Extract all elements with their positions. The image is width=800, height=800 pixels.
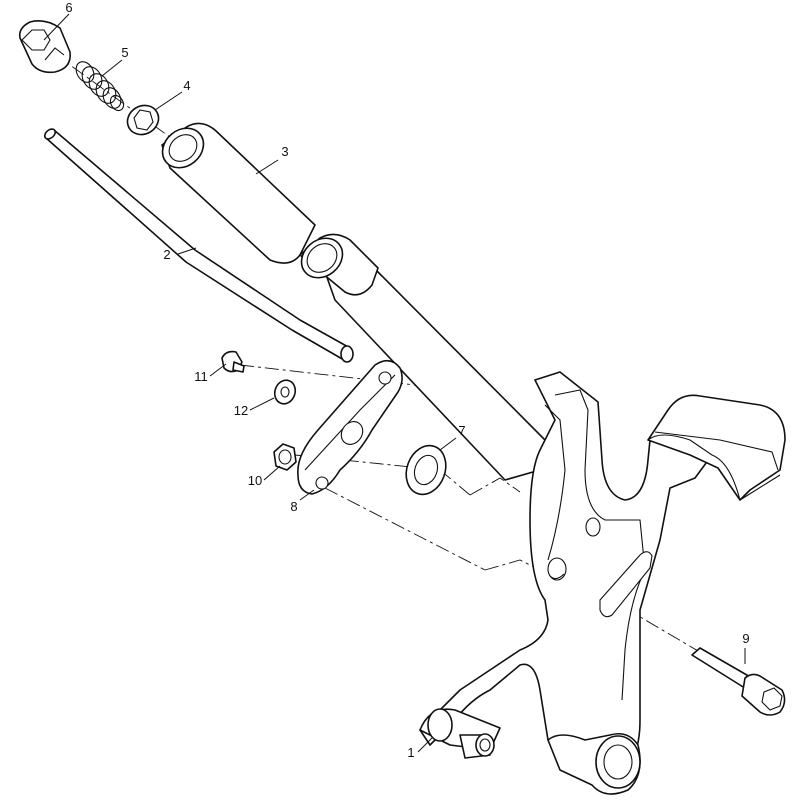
part-10-nut (273, 443, 297, 471)
part-3-grip-sleeve (161, 122, 316, 264)
callout-4: 4 (183, 78, 190, 93)
callout-12: 12 (234, 403, 248, 418)
callout-leaders (43, 13, 746, 753)
callout-2: 2 (163, 247, 170, 262)
part-2-rod (43, 128, 354, 363)
callout-11: 11 (194, 369, 208, 384)
part-8-link-plate (297, 359, 403, 495)
callout-5: 5 (121, 45, 128, 60)
part-7-washer (405, 444, 447, 496)
part-12-washer (273, 379, 297, 405)
callout-8: 8 (290, 499, 297, 514)
lower-pivot-boss (547, 732, 641, 795)
callout-6: 6 (65, 0, 72, 15)
callout-9: 9 (742, 631, 749, 646)
callout-7: 7 (458, 423, 465, 438)
part-9-shoulder-bolt (691, 647, 786, 716)
lower-ear (419, 708, 501, 759)
part-5-spring (75, 61, 125, 112)
callout-1: 1 (407, 745, 414, 760)
callout-3: 3 (281, 144, 288, 159)
part-6-knob (18, 20, 72, 74)
part-11-bolt (221, 350, 245, 373)
lower-grip-section (299, 233, 379, 296)
pedal-pad (647, 394, 786, 501)
part-1-pedal-bracket (317, 251, 713, 771)
callout-labels: 6 5 4 3 2 11 12 7 10 8 9 1 (65, 0, 749, 760)
part-4-nut (126, 104, 160, 136)
callout-10: 10 (248, 473, 262, 488)
